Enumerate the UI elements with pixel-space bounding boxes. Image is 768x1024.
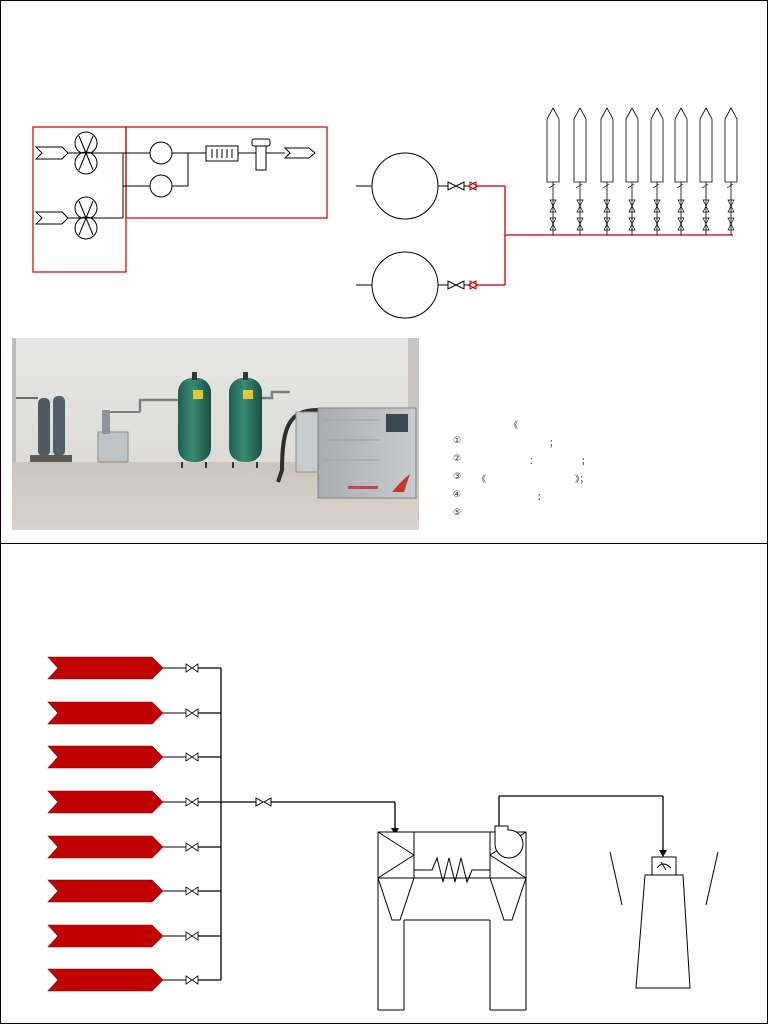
- consumer-unit: [573, 107, 587, 235]
- note-item: ① ；: [453, 436, 753, 454]
- process-unit: [377, 825, 527, 1011]
- outlet-pipe: [498, 795, 664, 852]
- inlet-arrow: [47, 745, 221, 769]
- air-outlet-arrow: [283, 147, 316, 159]
- inlet-arrow: [47, 790, 221, 814]
- consumer-unit: [600, 107, 614, 235]
- note-marker: ③: [453, 472, 462, 482]
- consumer-unit: [699, 107, 713, 235]
- blower-icon: [494, 825, 524, 859]
- note-item: ③ 《 》；: [453, 472, 753, 490]
- compressor-piping: [68, 152, 285, 219]
- note-marker: ④: [453, 490, 462, 500]
- silo-icon: [609, 851, 719, 989]
- air-inlet-arrow: [34, 146, 69, 160]
- notes-heading-bracket: 《: [509, 421, 519, 431]
- filter-icon: [205, 145, 239, 162]
- dryer-icon: [149, 174, 173, 198]
- dryer-icon: [149, 141, 173, 165]
- consumer-unit: [650, 107, 664, 235]
- note-marker: ⑤: [453, 508, 462, 518]
- inlet-arrow: [47, 656, 221, 680]
- note-marker: ②: [453, 454, 462, 464]
- air-inlet-arrow: [34, 211, 69, 225]
- note-mid: 《: [477, 475, 487, 485]
- compressor-group: [32, 126, 328, 273]
- notes-list: 《 ① ； ② ： ； ③ 《 》； ④ ： ⑤: [453, 418, 753, 526]
- note-end: 》；: [575, 475, 589, 485]
- flow-arrow-icon: [659, 850, 667, 857]
- compressed-air-header: [478, 185, 733, 286]
- note-item: ④ ：: [453, 490, 753, 508]
- consumer-unit: [674, 107, 688, 235]
- note-marker: ①: [453, 436, 462, 446]
- inlet-arrow: [47, 924, 221, 948]
- consumer-unit: [625, 107, 639, 235]
- inlet-arrow: [47, 701, 221, 725]
- note-end: ；: [549, 439, 559, 449]
- gate-valve-icon: [447, 280, 480, 290]
- gate-valve-icon: [447, 181, 480, 191]
- collector-pipe: [220, 668, 396, 980]
- separator-icon: [251, 138, 271, 171]
- inlet-arrow: [47, 968, 221, 992]
- notes-heading-row: 《: [453, 418, 753, 436]
- note-mid: ：: [529, 457, 539, 467]
- treatment-outline-box: [125, 126, 328, 219]
- air-tanks: [356, 152, 733, 319]
- air-tank-icon: [371, 152, 439, 220]
- air-tank-icon: [371, 251, 439, 319]
- heater-coil-icon: [414, 856, 490, 884]
- gate-valve-icon: [255, 797, 272, 807]
- consumer-unit: [724, 107, 738, 235]
- inlet-arrow: [47, 879, 221, 903]
- inlet-arrows: [47, 656, 221, 992]
- consumer-units: [546, 107, 738, 235]
- compressor-room-photo: [12, 338, 419, 530]
- consumer-unit: [546, 107, 560, 235]
- note-item: ⑤: [453, 508, 753, 526]
- inlet-arrow: [47, 835, 221, 859]
- note-end: ；: [581, 457, 591, 467]
- note-item: ② ： ；: [453, 454, 753, 472]
- note-mid: ：: [537, 493, 547, 503]
